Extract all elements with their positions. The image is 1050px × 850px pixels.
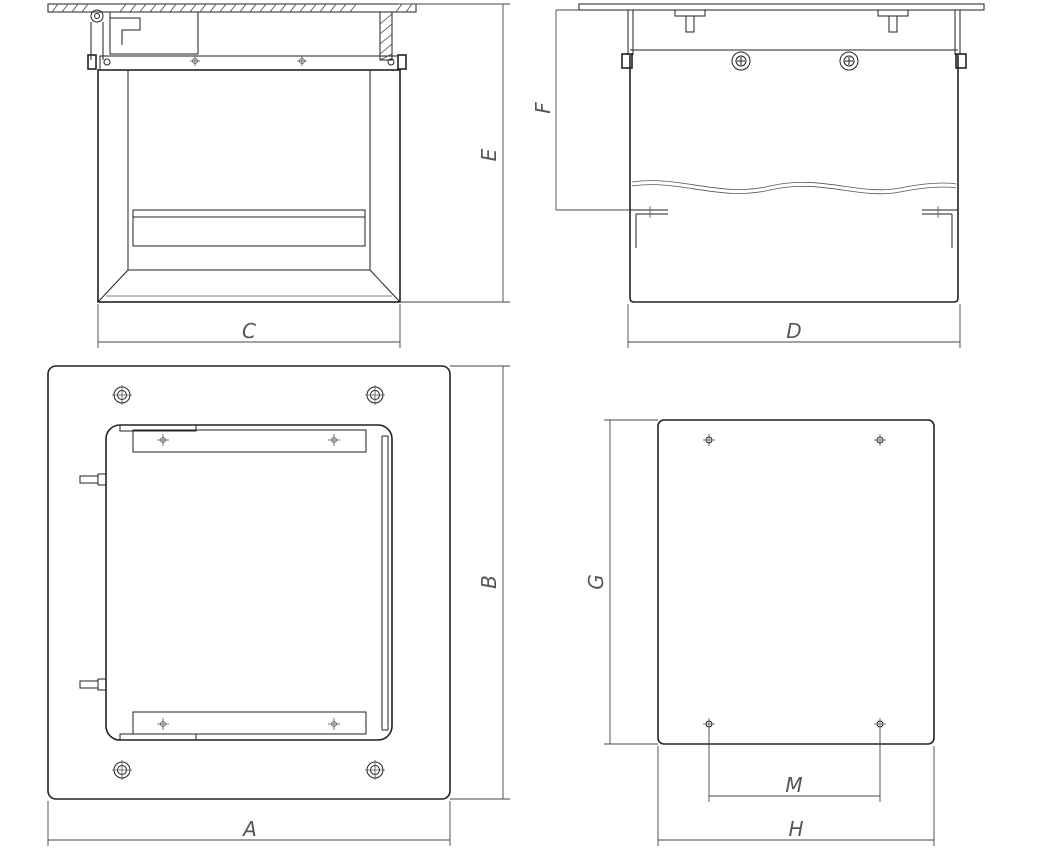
hinge-pin bbox=[94, 13, 100, 19]
inner-bracket-right bbox=[922, 209, 958, 248]
bottom-strip bbox=[132, 711, 367, 735]
corner-bolt-top-left bbox=[112, 385, 132, 405]
label-D: D bbox=[786, 319, 801, 343]
hinge-stub-lower bbox=[79, 678, 107, 691]
break-line-top bbox=[631, 180, 957, 191]
bar-rivet-left bbox=[103, 58, 111, 66]
label-H: H bbox=[788, 817, 803, 841]
corner-bolt-top-right bbox=[365, 385, 385, 405]
corner-right bbox=[369, 269, 401, 303]
base-plate-view bbox=[657, 419, 935, 745]
label-G: G bbox=[584, 574, 608, 590]
flange-plate bbox=[47, 365, 451, 800]
side-strap-right bbox=[954, 10, 961, 55]
dimension-A: A bbox=[47, 801, 451, 846]
right-flange-hatching bbox=[379, 13, 393, 61]
side-view-bolt-right bbox=[955, 53, 967, 69]
section-tray bbox=[132, 209, 366, 247]
dimension-M: M bbox=[708, 728, 881, 802]
top-view bbox=[47, 365, 451, 800]
corner-bolt-bottom-right bbox=[365, 760, 385, 780]
hinge-circle bbox=[90, 9, 104, 23]
label-E: E bbox=[477, 148, 501, 161]
right-rail bbox=[381, 435, 389, 731]
side-bolt-right bbox=[397, 54, 407, 70]
side-screw-left bbox=[731, 51, 751, 71]
corner-left bbox=[97, 269, 129, 303]
t-bracket-right bbox=[877, 9, 909, 33]
side-view bbox=[578, 3, 985, 303]
base-plate bbox=[657, 419, 935, 745]
side-box-body bbox=[629, 55, 959, 303]
dimension-H: H bbox=[657, 746, 935, 846]
dimension-G: G bbox=[584, 419, 658, 745]
top-strip-holes bbox=[157, 434, 340, 446]
right-flange bbox=[379, 11, 393, 61]
dimension-C: C bbox=[97, 304, 401, 348]
dimension-F: F bbox=[531, 9, 630, 211]
inner-bracket-left bbox=[630, 209, 668, 248]
dimension-E: E bbox=[398, 3, 510, 303]
dimension-B: B bbox=[450, 365, 510, 800]
hinge-stub-upper bbox=[79, 473, 107, 486]
side-screw-right bbox=[839, 51, 859, 71]
side-view-bolt-left bbox=[621, 53, 633, 69]
side-top-plate bbox=[578, 3, 985, 11]
label-M: M bbox=[785, 773, 802, 797]
label-A: A bbox=[241, 817, 257, 841]
inner-block-profile bbox=[110, 17, 141, 45]
side-bolt-left bbox=[87, 54, 97, 70]
section-box-body bbox=[97, 69, 401, 303]
top-strip-tab bbox=[119, 424, 197, 432]
bar-screw-marks bbox=[190, 56, 307, 66]
bottom-strip-tab bbox=[119, 733, 197, 741]
left-bracket bbox=[90, 22, 104, 60]
section-inner-walls bbox=[127, 70, 371, 271]
t-bracket-left bbox=[674, 9, 706, 33]
bar-rivet-right bbox=[387, 58, 395, 66]
break-line-bottom bbox=[631, 184, 957, 195]
dimension-D: D bbox=[627, 304, 961, 348]
bottom-strip-holes bbox=[157, 718, 340, 730]
opening bbox=[105, 424, 393, 741]
section-view bbox=[47, 3, 417, 303]
top-strip bbox=[132, 429, 367, 453]
side-strap-left bbox=[627, 10, 634, 55]
corner-bolt-bottom-left bbox=[112, 760, 132, 780]
label-B: B bbox=[477, 575, 501, 589]
base-plate-holes bbox=[703, 434, 886, 730]
label-C: C bbox=[242, 319, 256, 343]
section-top-plate bbox=[47, 3, 417, 13]
section-top-bar bbox=[99, 55, 399, 71]
label-F: F bbox=[531, 102, 555, 114]
top-plate-hatching bbox=[51, 3, 413, 13]
inner-block bbox=[109, 11, 199, 55]
